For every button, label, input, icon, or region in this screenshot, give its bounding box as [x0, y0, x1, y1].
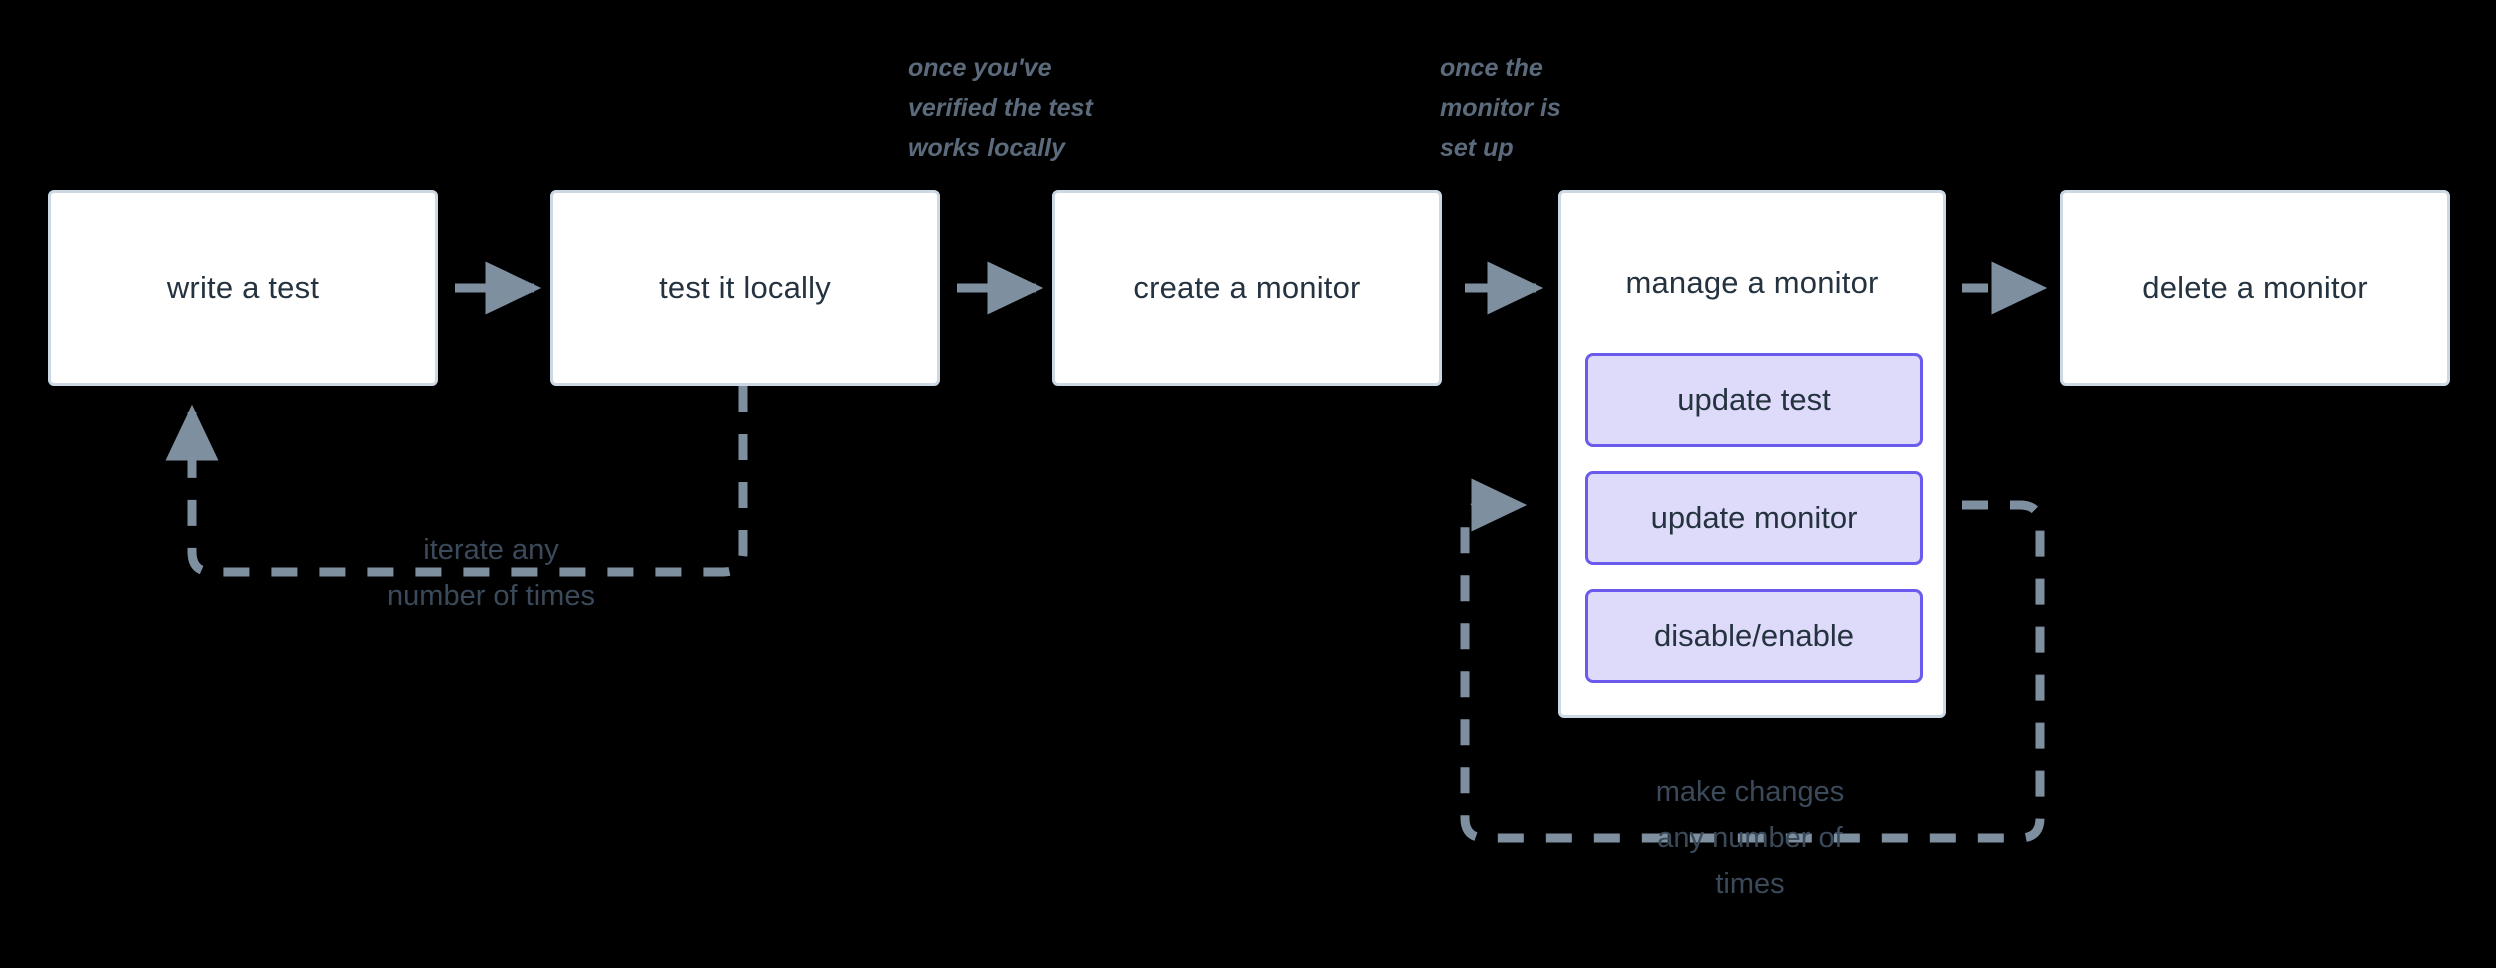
node-label-test-it-locally: test it locally	[659, 270, 831, 305]
node-manage-a-monitor[interactable]: manage a monitor update test update moni…	[1558, 190, 1946, 718]
subnode-update-test[interactable]: update test	[1585, 353, 1923, 447]
loop-label-make-changes-any-number-of-times: make changes any number of times	[1655, 776, 1845, 900]
node-delete-a-monitor[interactable]: delete a monitor	[2060, 190, 2450, 386]
note-once-monitor-set-up: once the monitor is set up	[1440, 54, 1561, 162]
note-once-verified: once you've verified the test works loca…	[908, 54, 1093, 162]
loop-label-iterate-any-number-of-times: iterate any number of times	[387, 534, 595, 612]
node-label-delete-a-monitor: delete a monitor	[2142, 270, 2368, 305]
subnode-label-update-test: update test	[1677, 382, 1831, 417]
subnode-label-disable-enable: disable/enable	[1654, 618, 1854, 653]
node-label-write-a-test: write a test	[166, 270, 320, 305]
node-test-it-locally[interactable]: test it locally	[550, 190, 940, 386]
node-label-create-a-monitor: create a monitor	[1133, 270, 1361, 305]
node-label-manage-a-monitor: manage a monitor	[1625, 265, 1879, 300]
subnode-disable-enable[interactable]: disable/enable	[1585, 589, 1923, 683]
node-write-a-test[interactable]: write a test	[48, 190, 438, 386]
subnode-label-update-monitor: update monitor	[1650, 500, 1858, 535]
node-create-a-monitor[interactable]: create a monitor	[1052, 190, 1442, 386]
subnode-update-monitor[interactable]: update monitor	[1585, 471, 1923, 565]
